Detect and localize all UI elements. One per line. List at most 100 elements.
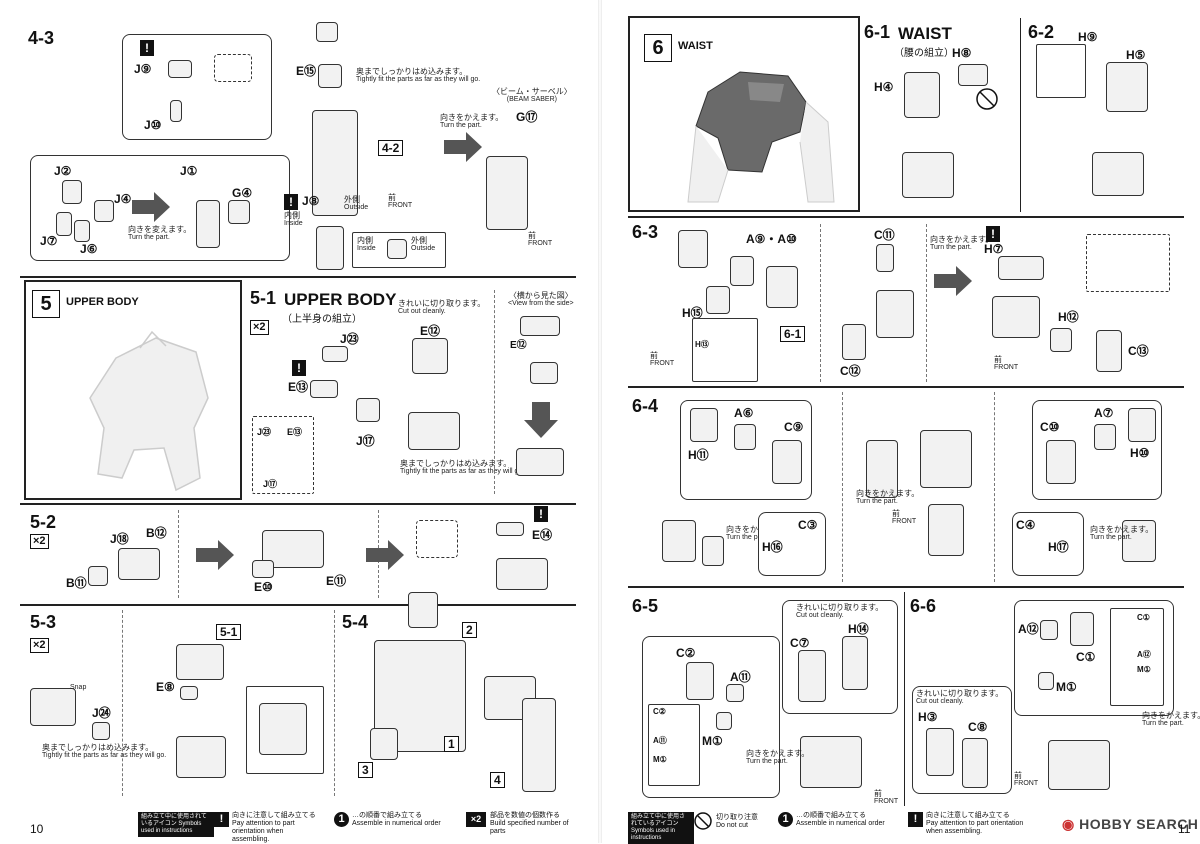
tag-c3: C③ <box>798 518 818 532</box>
watermark: ◉ HOBBY SEARCH <box>1062 816 1199 832</box>
tag-e14: E⑭ <box>532 528 553 542</box>
big-arrow-right-3 <box>196 540 234 570</box>
ref-1: 1 <box>444 736 459 752</box>
side-part-mid <box>530 362 558 384</box>
step-6-title: WAIST <box>678 40 713 52</box>
shoulder-assembly <box>496 558 548 590</box>
skirt-cutaway-inset: C② A⑪ M① <box>648 704 700 786</box>
ref-2: 2 <box>462 622 477 638</box>
side-part-top <box>520 316 560 336</box>
step-6-5-number: 6-5 <box>632 596 659 616</box>
step-6-1-number: 6-1 <box>864 22 891 42</box>
tag-c7: C⑦ <box>790 636 810 650</box>
waist-center <box>920 430 972 488</box>
divider <box>628 216 1184 218</box>
front-label-6-3b: 前 FRONT <box>994 355 1019 372</box>
waist-side-assembly <box>876 290 914 338</box>
arm-result-inset <box>246 686 324 774</box>
h9-detail <box>1036 44 1086 98</box>
cut-note-6-5: きれいに切り取ります。 Cut out cleanly. <box>796 603 884 620</box>
fit-note-5-1: 奥までしっかりはめ込みます。 Tightly fit the parts as … <box>400 459 525 476</box>
h17-callout <box>1012 512 1084 576</box>
tag-m1: M① <box>1056 680 1077 694</box>
divider <box>628 386 1184 388</box>
x2-badge: ×2 <box>30 638 49 653</box>
part-h5 <box>1106 62 1148 112</box>
h16-callout <box>758 512 826 576</box>
part-e13 <box>310 380 338 398</box>
part-c1 <box>1070 612 1094 646</box>
x2-badge: ×2 <box>30 534 49 549</box>
part-h7 <box>998 256 1044 280</box>
ref-4: 4 <box>490 772 505 788</box>
dashed-divider <box>820 224 821 382</box>
fit-note-5-3: 奥までしっかりはめ込みます。 Tightly fit the parts as … <box>42 743 167 760</box>
part-e15 <box>318 64 342 88</box>
torso-assembly <box>408 412 460 450</box>
big-arrow-right-5 <box>934 266 972 296</box>
tag-h14: H⑭ <box>848 622 869 636</box>
legend-head: 組み立て中に使用されているアイコン Symbols used in instru… <box>628 812 694 844</box>
part-c8 <box>962 738 988 788</box>
big-arrow-right-2 <box>444 132 482 162</box>
part-m1 <box>716 712 732 730</box>
tag-a6: A⑥ <box>734 406 754 420</box>
big-arrow-down <box>524 402 558 438</box>
waist-6-2-result <box>1092 152 1144 196</box>
legend-number-icon: 1 <box>778 812 793 827</box>
part-e12 <box>412 338 448 374</box>
tag-h17: H⑰ <box>1048 540 1069 554</box>
step-5-panel: 5 UPPER BODY <box>24 280 242 500</box>
part-h3 <box>926 728 954 776</box>
part-a11 <box>726 684 744 702</box>
turn-note-6-3: 向きをかえます。 Turn the part. <box>930 235 994 252</box>
tag-j2: J② <box>54 164 72 178</box>
turn-note-6-5: 向きをかえます。 Turn the part. <box>746 749 810 766</box>
part-h-side <box>678 230 708 268</box>
part-b11 <box>88 566 108 586</box>
front-label-6-3: 前 FRONT <box>650 351 675 368</box>
tag-e11: E⑪ <box>326 574 347 588</box>
tag-h10: H⑩ <box>1130 446 1150 460</box>
step-4-3-number: 4-3 <box>28 28 55 48</box>
step-6-6-number: 6-6 <box>910 596 937 616</box>
part-j9 <box>168 60 192 78</box>
waist-photo <box>687 71 835 203</box>
divider <box>628 586 1184 588</box>
part-j23 <box>322 346 348 362</box>
part-j4 <box>94 200 114 222</box>
tag-h11: H⑪ <box>688 448 709 462</box>
part-m1 <box>1038 672 1054 690</box>
legend-warning-icon: ! <box>908 812 923 827</box>
step-5-title: UPPER BODY <box>66 296 139 308</box>
skirt-cutaway-inset-2: C① A⑫ M① <box>1110 608 1164 706</box>
tag-h15: H⑮ <box>682 306 703 320</box>
front-label-2: 前 FRONT <box>528 231 553 248</box>
part-a7 <box>1094 424 1116 450</box>
tag-h9: H⑨ <box>1078 30 1098 44</box>
big-arrow-right-4 <box>366 540 404 570</box>
tag-m1: M① <box>702 734 723 748</box>
part-h14 <box>842 636 868 690</box>
front-label-6-6: 前 FRONT <box>1014 771 1039 788</box>
front-label-6-5: 前 FRONT <box>874 789 899 806</box>
part-c12 <box>842 324 866 360</box>
tag-c11: C⑪ <box>874 228 895 242</box>
step-5-1-title: UPPER BODY <box>284 290 397 309</box>
tag-h7: H⑦ <box>984 242 1004 256</box>
warning-icon-5: ! <box>986 226 1000 242</box>
turn-note-1: 向きを変えます。 Turn the part. <box>128 225 192 242</box>
part-j2 <box>62 180 82 204</box>
head-antenna <box>408 592 438 628</box>
assembly-4-2 <box>312 110 358 216</box>
gutter <box>598 0 602 843</box>
arm-result <box>259 703 307 755</box>
tag-h5: H⑤ <box>1126 48 1146 62</box>
tag-c8: C⑧ <box>968 720 988 734</box>
legend-no-cut-icon <box>694 812 712 830</box>
tag-c1: C① <box>1076 650 1096 664</box>
tag-e15: E⑮ <box>296 64 317 78</box>
tag-c2: C② <box>676 646 696 660</box>
part-a12 <box>1040 620 1058 640</box>
